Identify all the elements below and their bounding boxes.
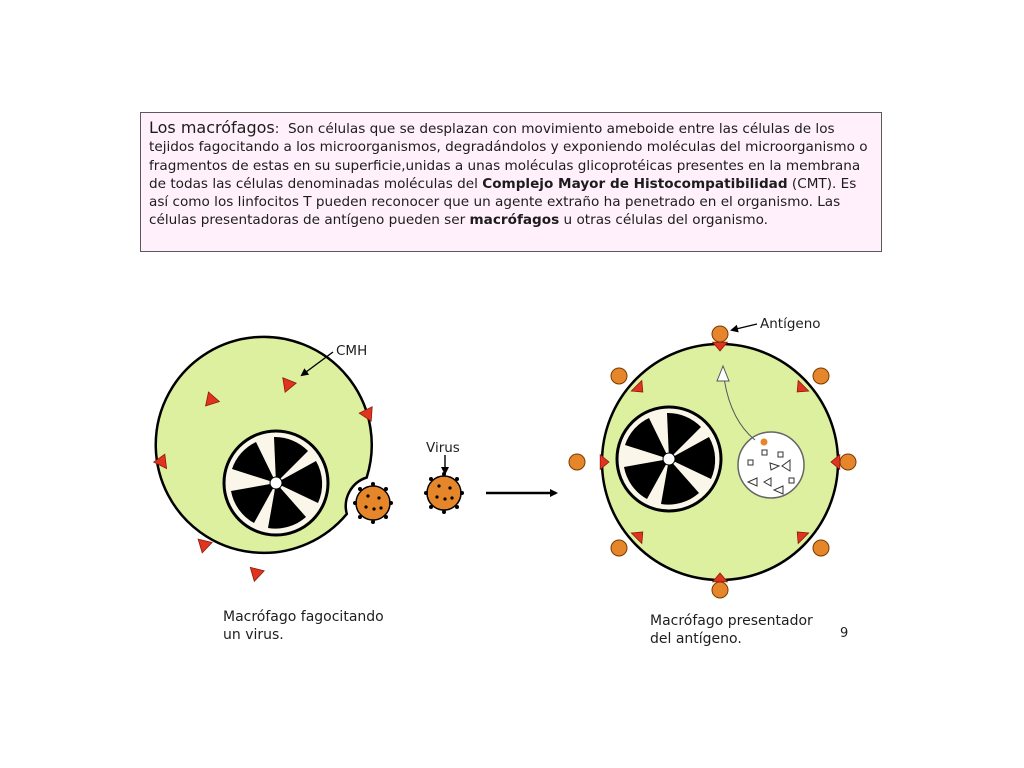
cmh-pointer-arrow <box>300 351 334 377</box>
left-macrophage: CMH <box>152 335 393 583</box>
right-macrophage: Antígeno <box>568 316 857 599</box>
antigen-pointer-arrow <box>730 323 758 333</box>
cmh-label: CMH <box>336 343 367 359</box>
left-caption-line-2: un virus. <box>223 627 284 643</box>
virus-label: Virus <box>426 440 460 456</box>
right-caption: Macrófago presentador del antígeno. <box>650 612 813 648</box>
info-title-colon: : <box>274 121 280 137</box>
free-virus: Virus <box>424 440 464 514</box>
left-caption-line-1: Macrófago fagocitando <box>223 609 384 625</box>
right-caption-line-1: Macrófago presentador <box>650 613 813 629</box>
right-nucleus <box>615 405 723 513</box>
engulfed-virus <box>353 482 393 524</box>
info-bold-term: Complejo Mayor de Histocompatibilidad <box>482 175 788 192</box>
antigen-label: Antígeno <box>760 316 821 332</box>
info-title: Los macrófagos <box>149 118 275 137</box>
info-middle: (CMT). Es así como los linfocitos T pued… <box>149 175 857 229</box>
page-number: 9 <box>840 626 849 641</box>
presentation-arrowhead <box>716 364 730 382</box>
left-receptors <box>152 377 373 583</box>
info-intro: Son células que se desplazan con movimie… <box>149 121 868 192</box>
left-caption: Macrófago fagocitando un virus. <box>223 608 384 644</box>
right-caption-line-2: del antígeno. <box>650 631 742 647</box>
info-end: u otras células del organismo. <box>559 212 769 229</box>
phagolysosome-vacuole <box>737 431 805 499</box>
info-box: Los macrófagos: Son células que se despl… <box>140 112 882 252</box>
info-bold-end: macrófagos <box>469 212 560 229</box>
antigen-spheres <box>568 325 857 599</box>
left-nucleus <box>222 429 330 537</box>
